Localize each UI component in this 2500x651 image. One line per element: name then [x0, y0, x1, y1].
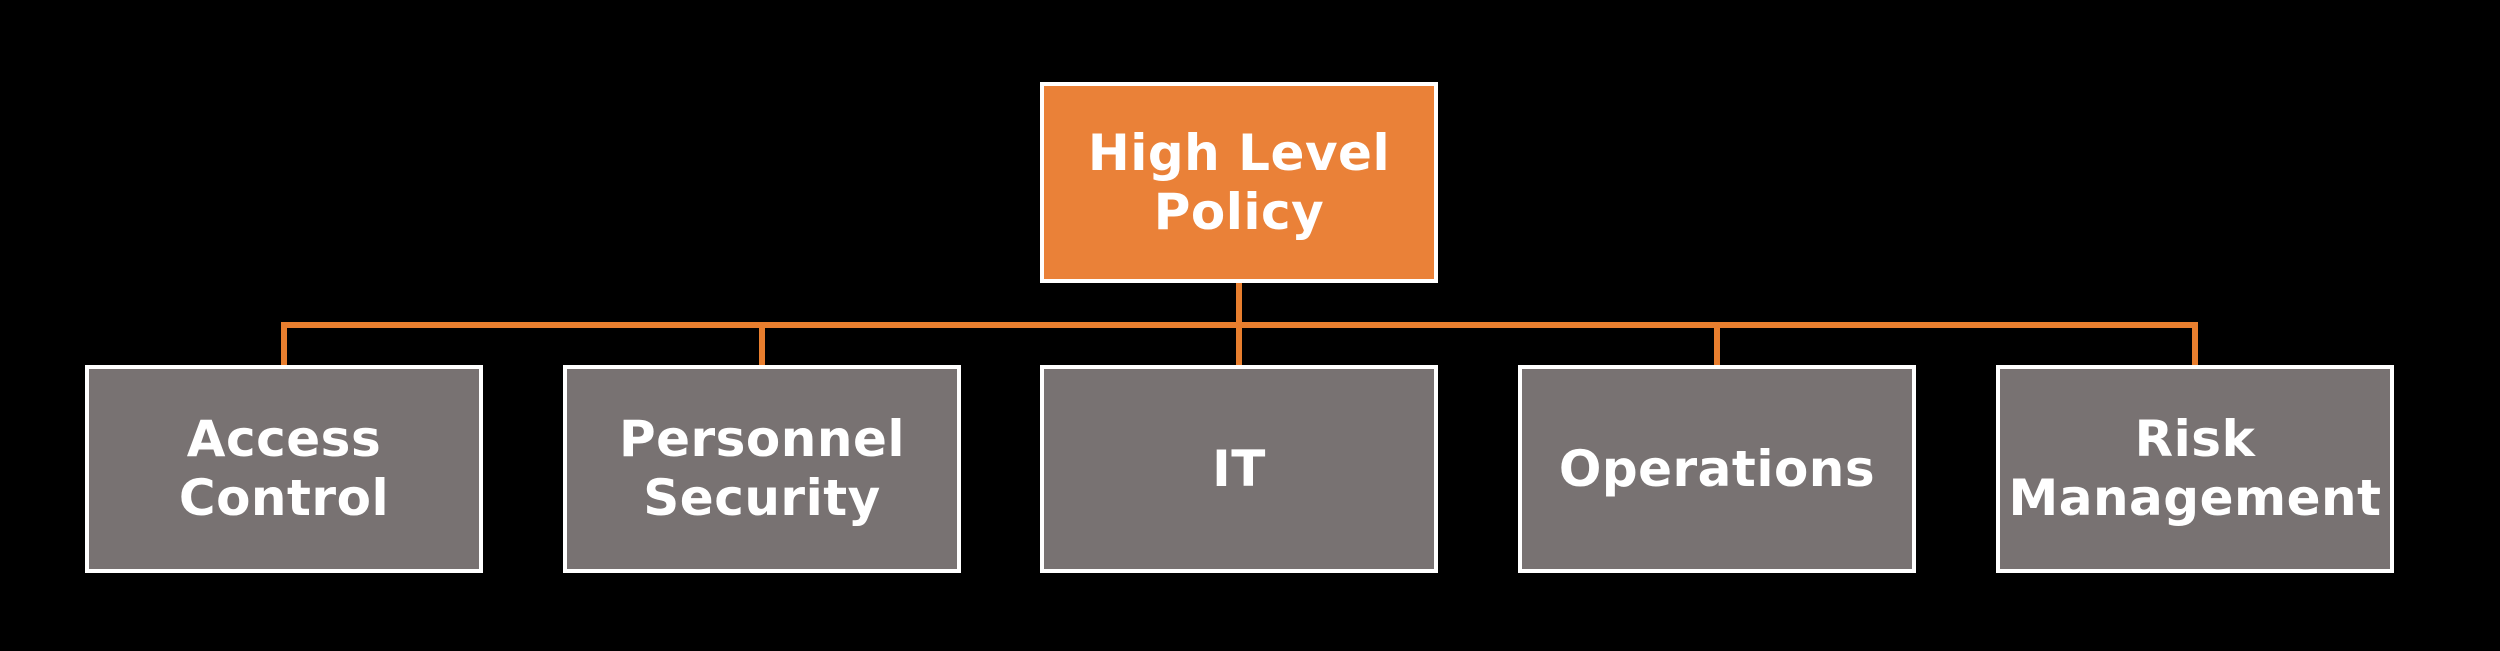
- node-high-level-policy: High Level Policy: [1040, 82, 1438, 283]
- connector-root-drop-line: [1236, 283, 1242, 328]
- node-high-level-policy-label: High Level Policy: [1087, 123, 1391, 241]
- connector-stub-it: [1236, 322, 1242, 365]
- connector-stub-operations: [1714, 322, 1720, 365]
- connector-stub-risk-management: [2192, 322, 2198, 365]
- node-personnel-security-label: Personnel Security: [618, 410, 906, 527]
- node-it: IT: [1040, 365, 1438, 573]
- node-personnel-security: Personnel Security: [563, 365, 961, 573]
- node-access-control-label: Access Control: [178, 410, 390, 527]
- node-risk-management-label: Risk Management: [2008, 410, 2382, 527]
- connector-stub-personnel-security: [759, 322, 765, 365]
- node-access-control: Access Control: [85, 365, 483, 573]
- connector-stub-access-control: [281, 322, 287, 365]
- node-risk-management: Risk Management: [1996, 365, 2394, 573]
- node-operations: Operations: [1518, 365, 1916, 573]
- node-it-label: IT: [1212, 439, 1266, 498]
- node-operations-label: Operations: [1558, 439, 1876, 498]
